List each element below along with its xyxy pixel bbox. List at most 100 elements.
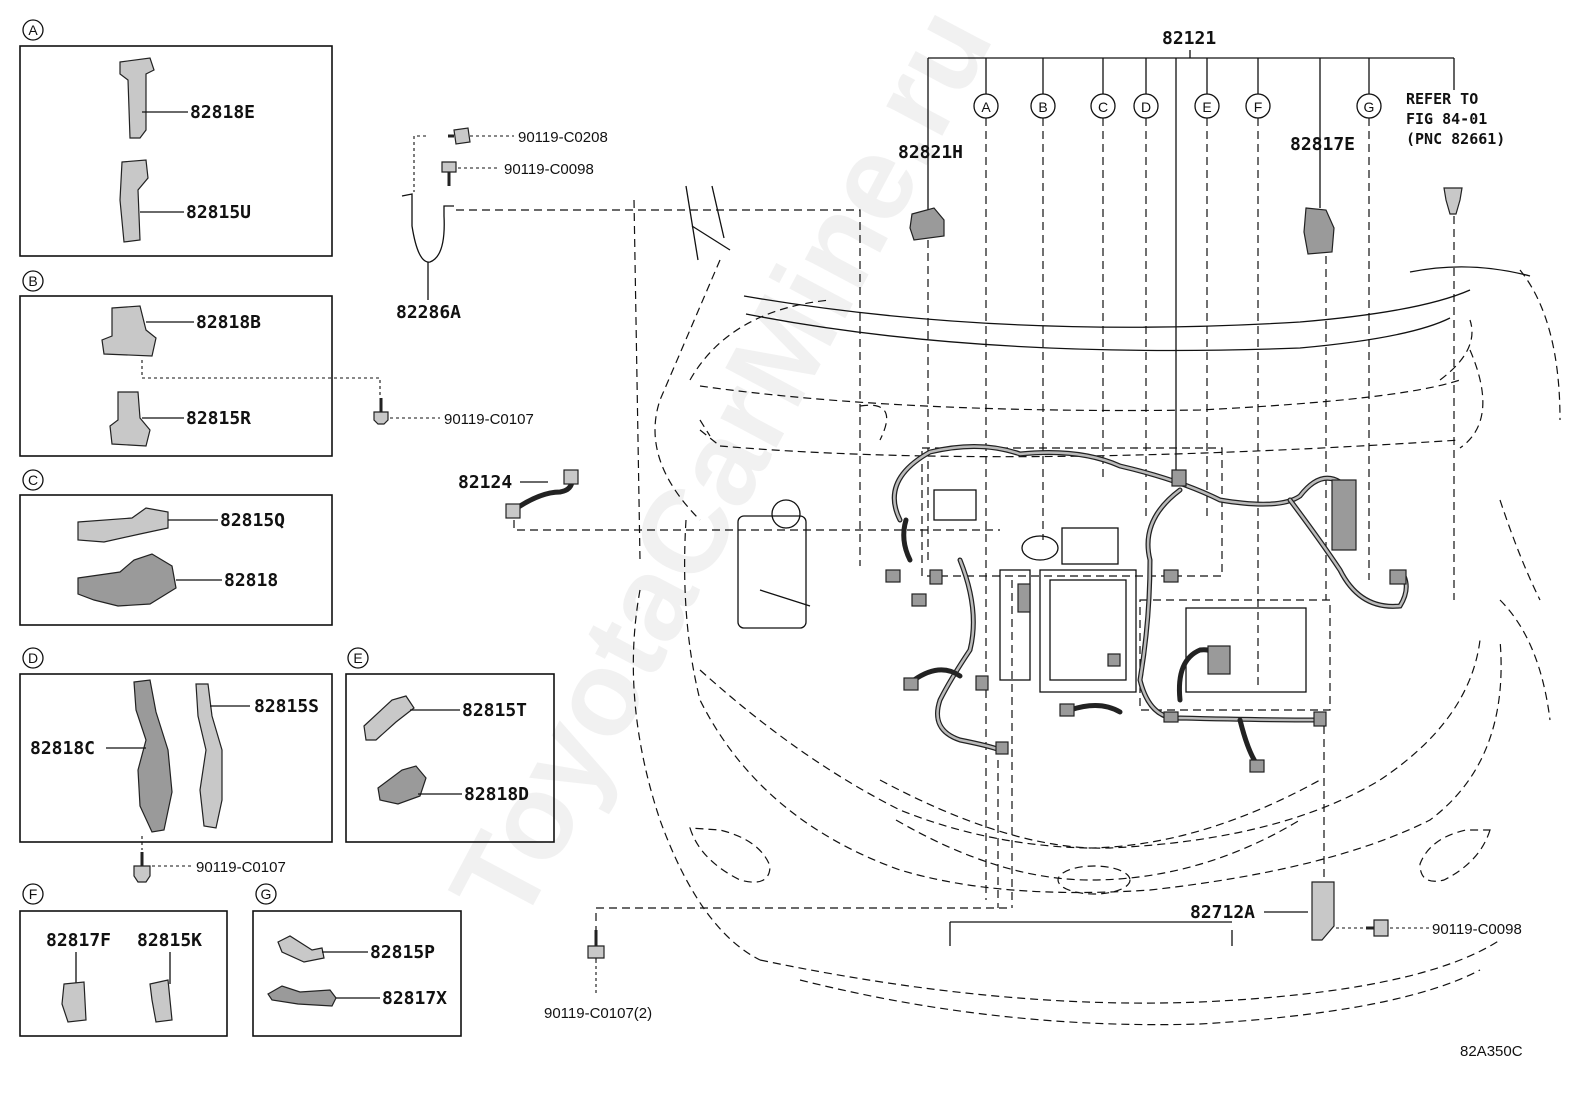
fastener-label-c0107-d[interactable]: 90119-C0107 [196,859,286,876]
part-82124-group: 82124 [458,469,1000,531]
clip-icon [1443,187,1463,215]
part-82817e-group: 82817E [1290,134,1355,600]
diagram-code: 82A350C [1460,1043,1523,1060]
part-label-82818c[interactable]: 82818C [30,738,95,759]
reference-line-1: REFER TO [1406,90,1478,108]
bolt-icon [453,127,471,145]
part-82815p-icon [277,935,325,963]
bolt-c0107-b: 90119-C0107 [373,398,534,428]
group-g-box [252,910,462,1037]
branch-c-letter: C [1098,99,1108,115]
part-label-82817f[interactable]: 82817F [46,930,111,951]
branch-f: F [1245,58,1271,690]
group-d-letter: D [28,650,38,666]
part-label-82815r[interactable]: 82815R [186,408,251,429]
bolt-icon [133,865,151,883]
group-c-letter: C [28,472,38,488]
harness-branches: A B C D E F [973,58,1382,900]
group-c-box [19,494,333,626]
part-82817f-icon [61,981,87,1023]
part-82815t-icon [363,695,415,741]
part-82818c-icon [133,679,173,833]
part-82817x-icon [267,985,337,1007]
group-f: F 82817F 82815K [19,883,228,1037]
reference-line-2: FIG 84-01 [1406,110,1487,128]
branch-e-letter: E [1202,99,1211,115]
fastener-label-c0208[interactable]: 90119-C0208 [518,129,608,146]
part-label-82817e[interactable]: 82817E [1290,134,1355,155]
part-82818e-icon [119,57,155,139]
bolt-icon [587,945,605,959]
group-e: E 82815T 82818D [345,647,555,843]
part-label-82286a[interactable]: 82286A [396,302,461,323]
part-label-82815u[interactable]: 82815U [186,202,251,223]
part-label-82815s[interactable]: 82815S [254,696,319,717]
group-f-marker [22,883,44,905]
branch-a-letter: A [981,99,991,115]
vehicle-outline [632,185,1561,1026]
part-label-82121[interactable]: 82121 [1162,28,1216,49]
group-b-letter: B [28,273,37,289]
branch-b-letter: B [1038,99,1047,115]
part-label-82818b[interactable]: 82818B [196,312,261,333]
fastener-label-c0098-right[interactable]: 90119-C0098 [1432,921,1522,938]
part-label-82817x[interactable]: 82817X [382,988,447,1009]
part-82815r-icon [109,391,151,447]
fastener-label-c0107-2[interactable]: 90119-C0107(2) [544,1005,652,1022]
group-a-letter: A [28,22,38,38]
part-82286a-icon [401,193,454,263]
part-label-82815q[interactable]: 82815Q [220,510,285,531]
bolt-icon [373,411,389,425]
branch-a: A [973,58,999,900]
fastener-label-c0107-b[interactable]: 90119-C0107 [444,411,534,428]
part-82818d-icon [377,765,427,805]
washer-tank-icon [737,499,811,629]
harness-82121-header: 82121 [927,28,1455,470]
group-d-marker [22,647,44,669]
part-label-82818[interactable]: 82818 [224,570,278,591]
group-e-box [345,673,555,843]
part-label-82815t[interactable]: 82815T [462,700,527,721]
part-label-82821h[interactable]: 82821H [898,142,963,163]
part-82712a-icon [1311,881,1335,941]
engine-bay [737,444,1409,908]
part-82818-icon [77,553,177,607]
part-label-82818e[interactable]: 82818E [190,102,255,123]
reference-note: REFER TO FIG 84-01 (PNC 82661) [1406,90,1505,600]
part-label-82712a[interactable]: 82712A [1190,902,1255,923]
bolt-c0098-right: 90119-C0098 [1336,919,1522,938]
branch-d-letter: D [1141,99,1151,115]
branch-g: G [1356,58,1382,580]
part-82817e-icon [1303,207,1335,255]
part-label-82815p[interactable]: 82815P [370,942,435,963]
branch-b: B [1030,58,1056,540]
group-e-marker [347,647,369,669]
group-f-box [19,910,228,1037]
part-label-82818d[interactable]: 82818D [464,784,529,805]
group-c-marker [22,469,44,491]
bolt-c0107-2: 90119-C0107(2) [544,907,1012,1022]
part-82124-icon [511,477,575,513]
branch-e: E [1194,58,1220,520]
part-82286a-group: 90119-C0208 90119-C0098 82286A [396,127,861,566]
fastener-label-c0098-top[interactable]: 90119-C0098 [504,161,594,178]
part-82818b-icon [101,305,157,357]
group-c: C 82815Q 82818 [19,469,333,626]
part-label-82815k[interactable]: 82815K [137,930,202,951]
group-b-marker [22,270,44,292]
bolt-icon [1373,919,1389,937]
bolt-icon [441,161,457,173]
branch-c: C [1090,58,1116,480]
part-82815q-icon [77,507,169,543]
part-label-82124[interactable]: 82124 [458,472,512,493]
group-a: A 82818E 82815U [19,19,333,257]
branch-d: D [1133,58,1159,520]
group-a-box [19,45,333,257]
bolt-c0107-d: 90119-C0107 [133,852,286,883]
ecu-box [1039,569,1137,693]
group-g-marker [255,883,277,905]
group-d: D 82818C 82815S [19,647,333,850]
group-a-marker [22,19,44,41]
part-82821h-group: 82821H [898,142,963,560]
